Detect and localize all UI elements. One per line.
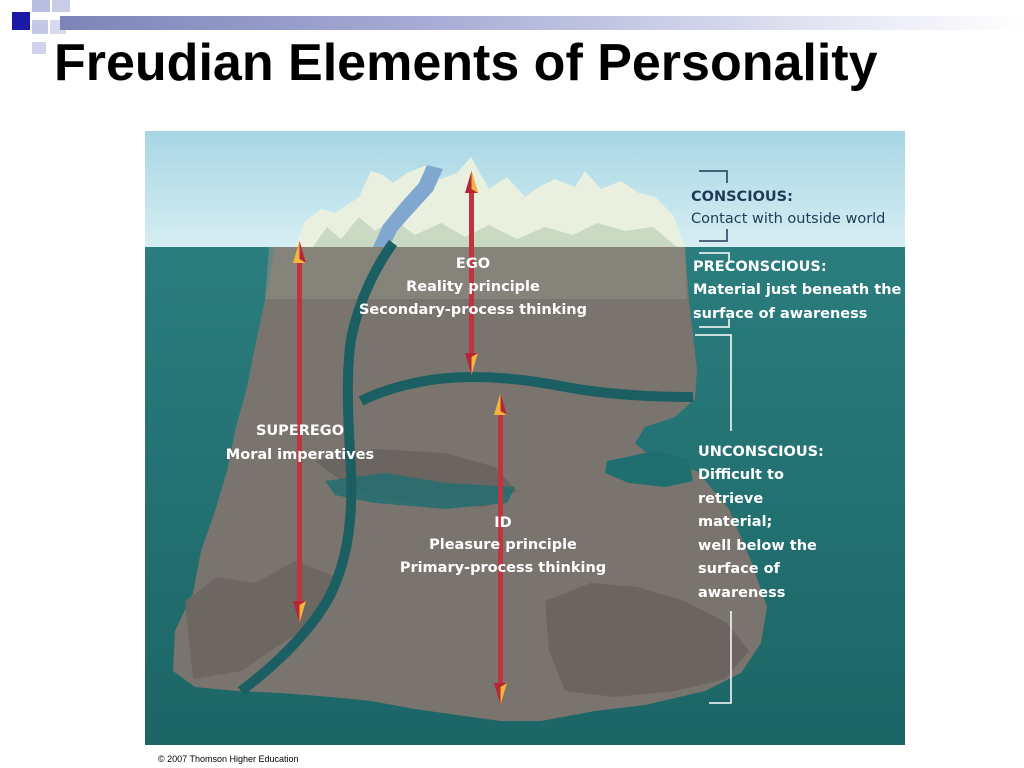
rock-shading-2	[545, 583, 749, 697]
unconscious-line-3: material;	[698, 514, 772, 530]
id-line-2: Primary-process thinking	[400, 560, 606, 576]
slide-title: Freudian Elements of Personality	[54, 34, 878, 92]
unconscious-label: UNCONSCIOUS:	[698, 444, 824, 460]
unconscious-line-2: retrieve	[698, 491, 763, 507]
id-arrow	[494, 393, 507, 705]
preconscious-label: PRECONSCIOUS:	[693, 259, 827, 275]
preconscious-line-2: surface of awareness	[693, 306, 867, 322]
sea-inlet-right	[605, 451, 693, 487]
superego-line-1: Moral imperatives	[226, 447, 374, 463]
ego-label: EGO	[456, 256, 490, 272]
copyright-credit: © 2007 Thomson Higher Education	[158, 754, 299, 764]
ice-glacier-stream	[373, 165, 443, 247]
iceberg-diagram: EGO Reality principle Secondary-process …	[145, 131, 905, 745]
preconscious-line-1: Material just beneath the	[693, 282, 902, 298]
ego-id-boundary	[358, 371, 694, 406]
id-label: ID	[494, 515, 511, 531]
unconscious-bracket	[695, 334, 732, 704]
conscious-label: CONSCIOUS:	[691, 189, 793, 205]
ego-line-2: Secondary-process thinking	[359, 302, 587, 318]
conscious-line-1: Contact with outside world	[691, 211, 885, 227]
iceberg-svg: EGO Reality principle Secondary-process …	[145, 131, 905, 745]
ego-line-1: Reality principle	[406, 279, 540, 295]
unconscious-line-4: well below the	[698, 538, 817, 554]
preconscious-bracket	[699, 252, 730, 328]
superego-arrow	[293, 241, 306, 623]
unconscious-line-5: surface of	[698, 561, 781, 577]
superego-label: SUPEREGO	[256, 423, 344, 439]
ego-arrow	[465, 171, 478, 375]
sea-inlet-mid	[325, 473, 515, 509]
conscious-bracket	[699, 170, 728, 242]
unconscious-line-6: awareness	[698, 585, 785, 601]
title-rule	[60, 16, 1024, 30]
unconscious-line-1: Difficult to	[698, 467, 784, 483]
id-line-1: Pleasure principle	[429, 537, 577, 553]
ice-shading	[313, 217, 677, 247]
corner-decoration	[0, 0, 90, 60]
superego-boundary	[237, 240, 398, 695]
